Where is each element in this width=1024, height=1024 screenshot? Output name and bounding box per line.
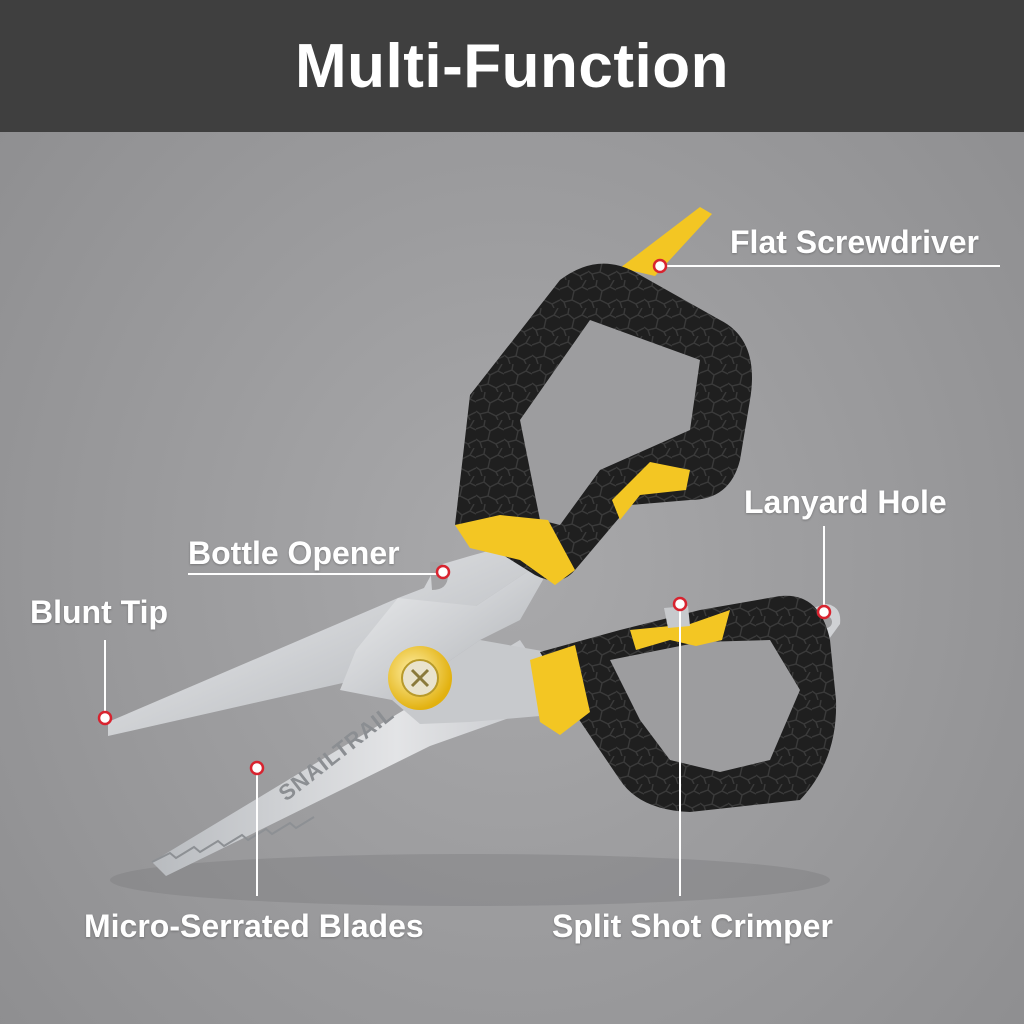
screwdriver-tip (620, 207, 712, 276)
flat-screwdriver-label: Flat Screwdriver (730, 224, 979, 260)
page-title: Multi-Function (295, 31, 729, 101)
lower-handle (530, 595, 837, 812)
micro-serrated-blades-marker (249, 760, 265, 776)
callout-markers (97, 258, 832, 776)
lanyard-hole-marker (816, 604, 832, 620)
micro-serrated-blades-label: Micro-Serrated Blades (84, 908, 424, 944)
flat-screwdriver-marker (652, 258, 668, 274)
floor-shadow (110, 854, 830, 906)
blunt-tip-label: Blunt Tip (30, 594, 169, 630)
split-shot-crimper-label: Split Shot Crimper (552, 908, 833, 944)
upper-handle (455, 263, 752, 585)
bottle-opener-marker (435, 564, 451, 580)
blunt-tip-marker (97, 710, 113, 726)
split-shot-crimper-marker (672, 596, 688, 612)
bottle-opener-label: Bottle Opener (188, 535, 400, 571)
pivot-screw (388, 646, 452, 710)
lanyard-hole-label: Lanyard Hole (744, 484, 947, 520)
title-banner: Multi-Function (0, 0, 1024, 132)
